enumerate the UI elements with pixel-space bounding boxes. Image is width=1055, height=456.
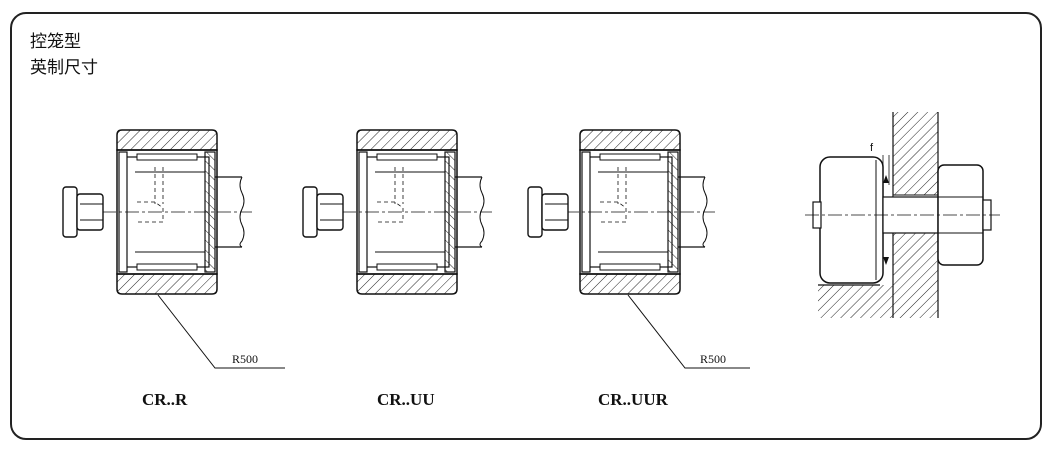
bearing-variant-2 [341,129,493,295]
title-inch-dimensions: 英制尺寸 [30,58,98,78]
variant-label-3: CR..UUR [598,390,669,409]
bearing-variant-3 [564,129,716,295]
radius-label-3: R500 [700,352,726,366]
variant-label-1: CR..R [142,390,188,409]
bearing-variant-1 [101,129,253,295]
gap-label: f [870,142,874,154]
plug-1 [62,186,104,238]
drawing-frame [10,12,1042,440]
variant-label-2: CR..UU [377,390,435,409]
radius-leader-1 [157,294,285,369]
radius-leader-3 [627,294,750,369]
mounting-assembly [805,112,1000,318]
plug-2 [302,186,344,238]
title-cage-type: 控笼型 [30,32,81,52]
radius-label-1: R500 [232,352,258,366]
plug-3 [527,186,569,238]
